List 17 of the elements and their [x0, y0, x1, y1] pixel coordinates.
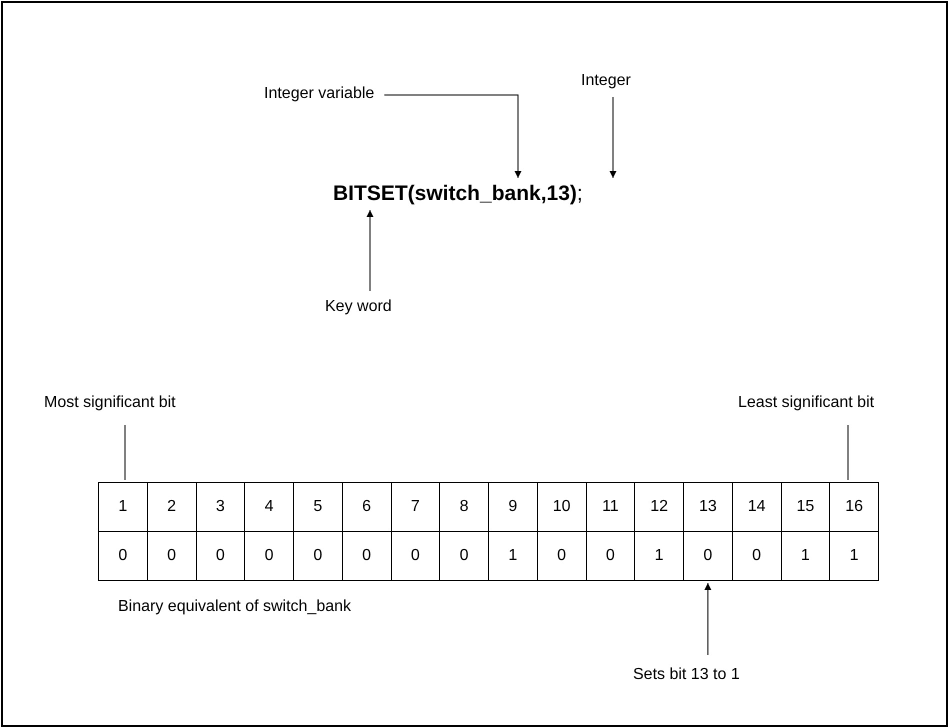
arrow: [610, 96, 616, 178]
leader-line: [124, 424, 126, 480]
arrow: [366, 210, 374, 292]
code-statement: BITSET(switch_bank,13);: [333, 180, 583, 208]
annotation-label: Least significant bit: [738, 393, 874, 413]
annotation-label: Sets bit 13 to 1: [633, 665, 740, 685]
annotation-label: Integer variable: [264, 84, 374, 104]
annotation-label: Key word: [325, 297, 392, 317]
bit-number-cell: 16: [829, 482, 879, 532]
annotation-label: Most significant bit: [44, 393, 176, 413]
annotation-label: Integer: [581, 71, 631, 91]
bit-number-cell: 1: [98, 482, 148, 532]
bit-value-cell: 1: [829, 531, 879, 581]
arrow: [704, 582, 712, 656]
table-caption: Binary equivalent of switch_bank: [118, 597, 352, 617]
arrow: [384, 94, 522, 178]
bit-value-cell: 0: [98, 531, 148, 581]
